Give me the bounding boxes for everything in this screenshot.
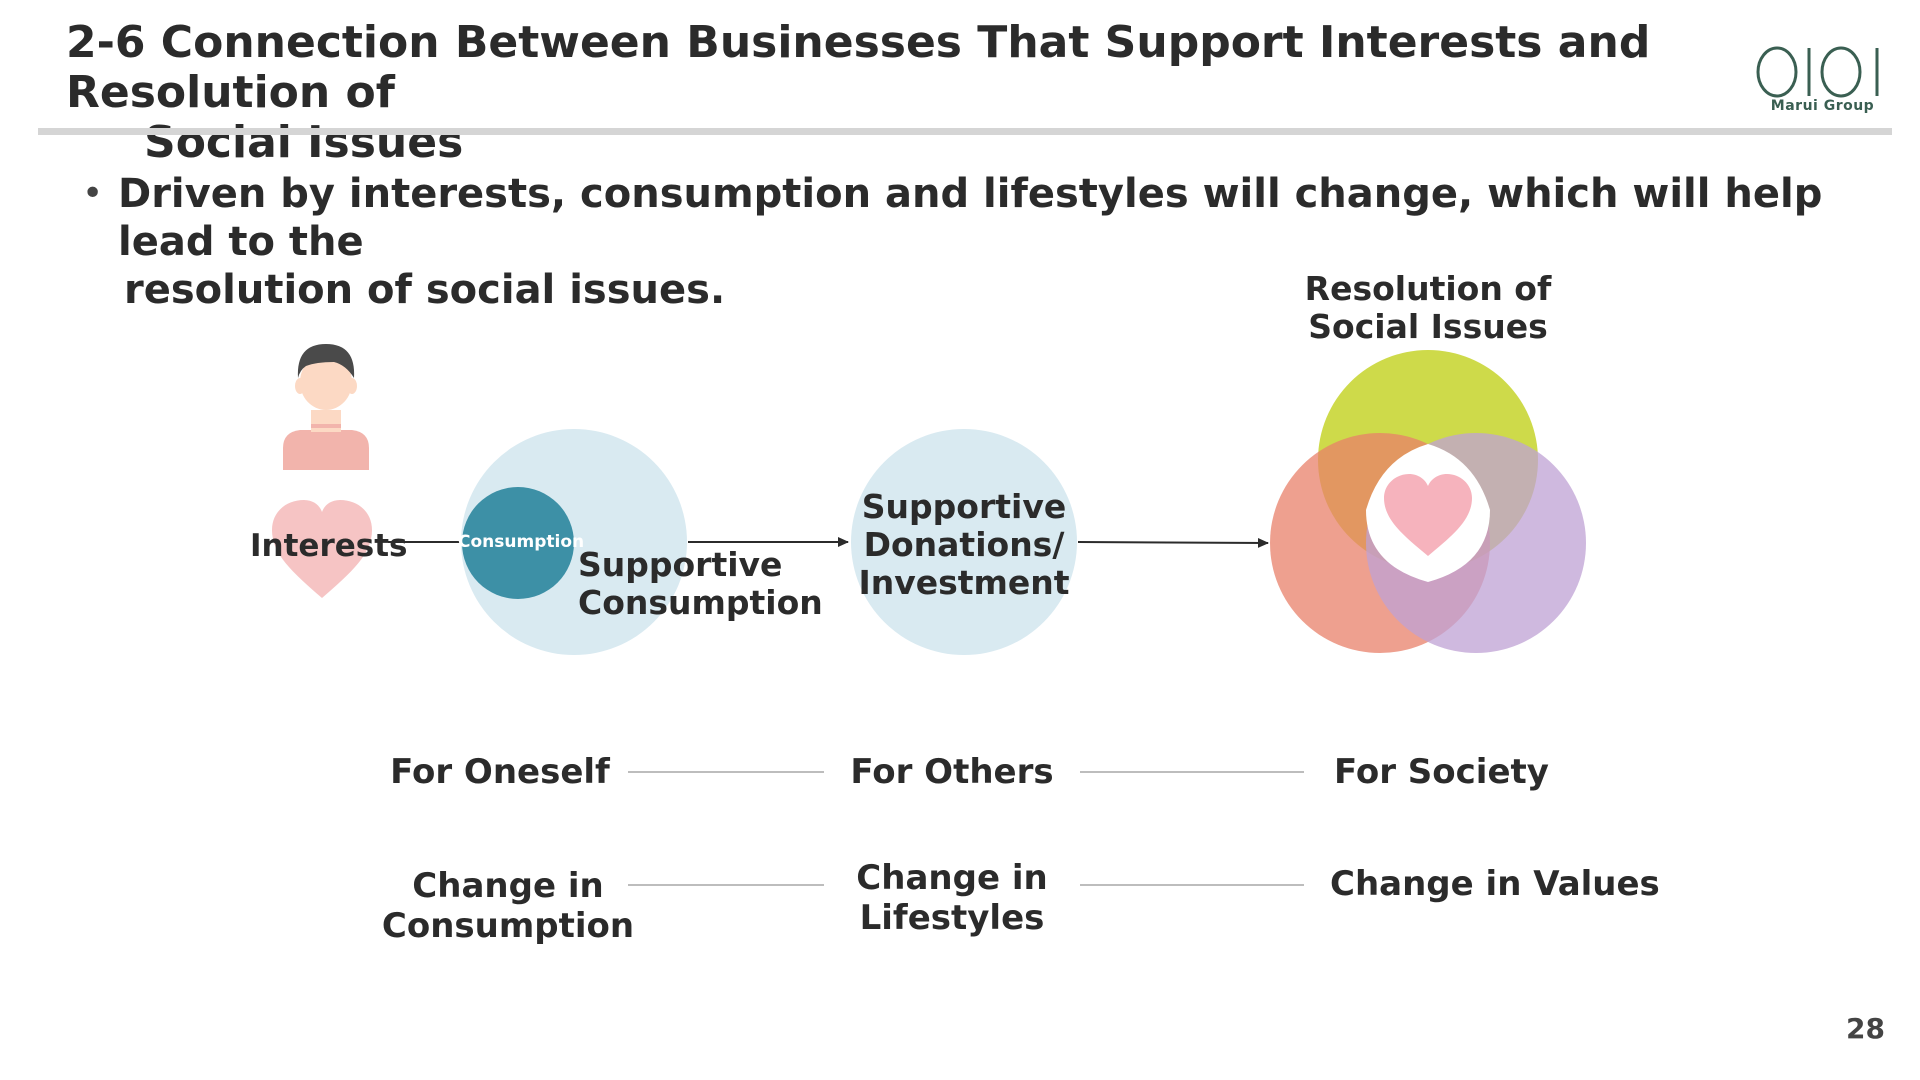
change-values-label: Change in Values: [1330, 864, 1660, 904]
resolution-label: Resolution of Social Issues: [1288, 270, 1568, 346]
supportive-donations-label: Supportive Donations/ Investment: [844, 488, 1084, 602]
heart-icon: [1384, 474, 1472, 556]
change-lifestyles-line2: Lifestyles: [859, 898, 1045, 938]
supportive-donations-line3: Investment: [858, 563, 1070, 602]
supportive-donations-line1: Supportive: [861, 487, 1067, 526]
bullet-line2: resolution of social issues.: [124, 267, 726, 313]
change-consumption-line2: Consumption: [381, 906, 635, 946]
supportive-donations-circle: [851, 429, 1077, 655]
marui-logo-icon: [1756, 46, 1879, 98]
resolution-line2: Social Issues: [1308, 307, 1548, 346]
slide-title-line2: Social Issues: [144, 117, 464, 168]
title-divider: [38, 128, 1892, 135]
consumption-circle: [462, 487, 574, 599]
logo-text: Marui Group: [1770, 98, 1875, 114]
supportive-consumption-label: Supportive Consumption: [578, 545, 823, 622]
slide-title-line1: 2-6 Connection Between Businesses That S…: [66, 17, 1651, 118]
resolution-line1: Resolution of: [1304, 269, 1552, 308]
consumption-label: Consumption: [458, 532, 585, 552]
bullet-text: Driven by interests, consumption and lif…: [118, 170, 1858, 314]
supportive-consumption-line2: Consumption: [578, 583, 823, 622]
heart-icon: [272, 500, 372, 598]
interests-label: Interests: [250, 528, 408, 564]
slide-title: 2-6 Connection Between Businesses That S…: [66, 18, 1706, 168]
page-number: 28: [1846, 1012, 1885, 1045]
for-society-label: For Society: [1334, 752, 1549, 792]
change-consumption-label: Change in Consumption: [372, 866, 644, 946]
for-oneself-label: For Oneself: [390, 752, 610, 792]
venn-diagram: [1270, 350, 1586, 653]
bullet-line1: Driven by interests, consumption and lif…: [118, 171, 1823, 265]
bullet-dot-icon: •: [82, 173, 104, 214]
supportive-consumption-line1: Supportive: [578, 545, 783, 584]
supportive-donations-line2: Donations/: [863, 525, 1065, 564]
person-icon: [283, 344, 369, 470]
change-lifestyles-line1: Change in: [856, 858, 1048, 898]
for-others-label: For Others: [850, 752, 1054, 792]
change-consumption-line1: Change in: [412, 866, 604, 906]
change-lifestyles-label: Change in Lifestyles: [832, 858, 1072, 938]
arrow-right-icon: [1077, 537, 1269, 548]
